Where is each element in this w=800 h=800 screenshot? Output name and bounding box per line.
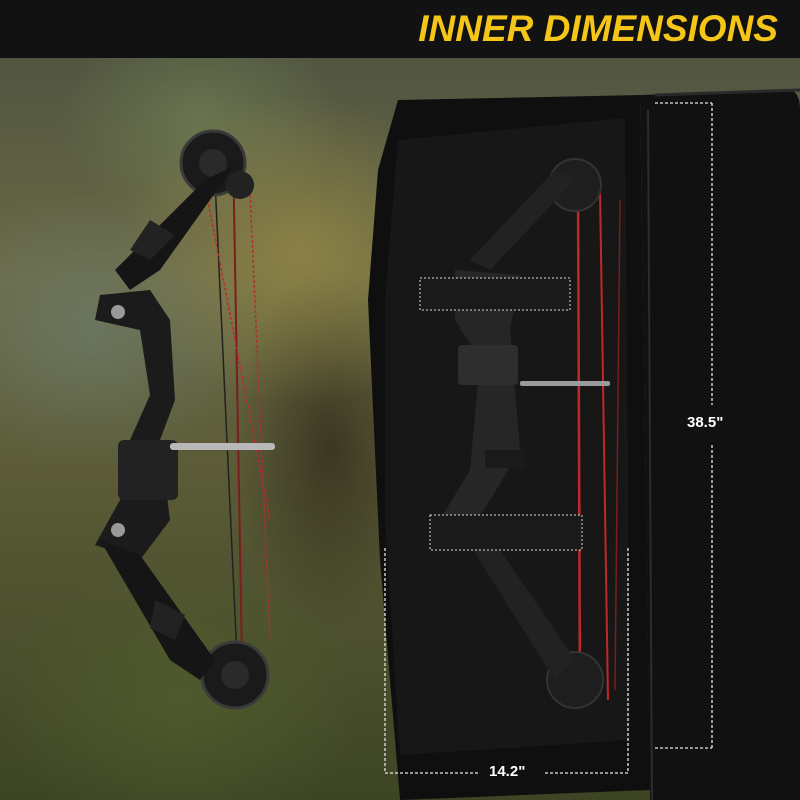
compound-bow <box>95 129 275 710</box>
height-dimension-label: 38.5" <box>687 414 724 431</box>
width-dimension-label: 14.2" <box>489 763 526 780</box>
case-strap-bottom <box>429 514 583 551</box>
page-title: INNER DIMENSIONS <box>418 8 778 49</box>
header-bar <box>0 0 800 58</box>
dimension-guides <box>384 102 713 774</box>
case-strap-top <box>419 277 571 311</box>
bow-case <box>368 88 800 800</box>
